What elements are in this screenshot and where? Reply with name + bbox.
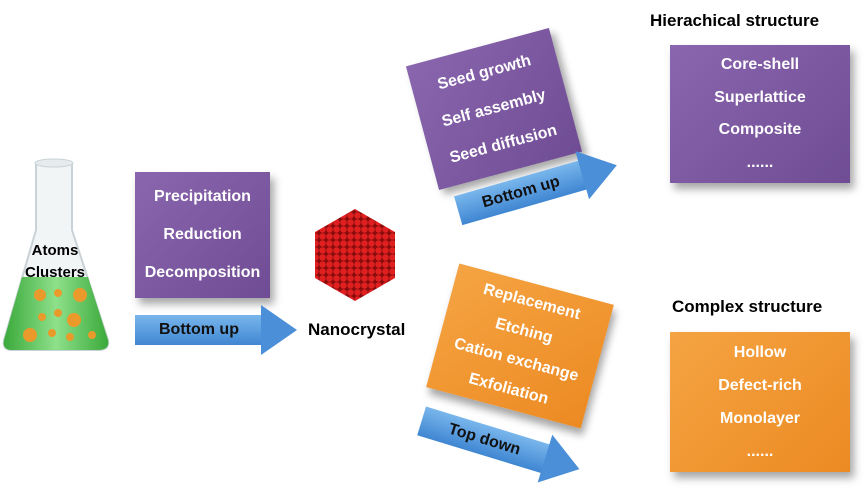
hierarchical-title: Hierachical structure [650, 11, 820, 30]
structure-item: ...... [746, 442, 774, 460]
method-item: Precipitation [154, 188, 251, 205]
structure-item: Hollow [733, 343, 787, 361]
structure-item: Composite [718, 121, 802, 139]
nanocrystal-icon [315, 209, 395, 301]
bottom-up-arrow: Bottom up [135, 305, 297, 355]
arrow-label: Bottom up [159, 321, 239, 338]
method-item: Etching [493, 315, 555, 347]
method-item: Exfoliation [466, 370, 551, 408]
flask-icon [2, 158, 110, 351]
structure-item: Core-shell [720, 56, 800, 74]
method-item: Self assembly [440, 86, 548, 131]
method-item: Reduction [163, 226, 242, 243]
method-item: Decomposition [144, 264, 261, 281]
structure-item: ...... [746, 153, 774, 171]
structure-item: Superlattice [714, 88, 806, 106]
structure-item: Defect-rich [718, 376, 802, 394]
complex-box: Hollow Defect-rich Monolayer ...... [670, 332, 850, 472]
hierarchical-box: Core-shell Superlattice Composite ...... [670, 45, 850, 183]
method-item: Seed growth [435, 51, 533, 94]
nanocrystal-label: Nanocrystal [308, 320, 406, 339]
arrow-label: Top down [446, 420, 523, 459]
flask-label-clusters: Clusters [24, 264, 86, 281]
complex-title: Complex structure [672, 297, 823, 316]
structure-item: Monolayer [719, 409, 800, 427]
synthesis-methods-box: Precipitation Reduction Decomposition [135, 172, 270, 298]
flask-label: Atoms Clusters [5, 240, 105, 284]
flask-label-atoms: Atoms [31, 242, 79, 259]
